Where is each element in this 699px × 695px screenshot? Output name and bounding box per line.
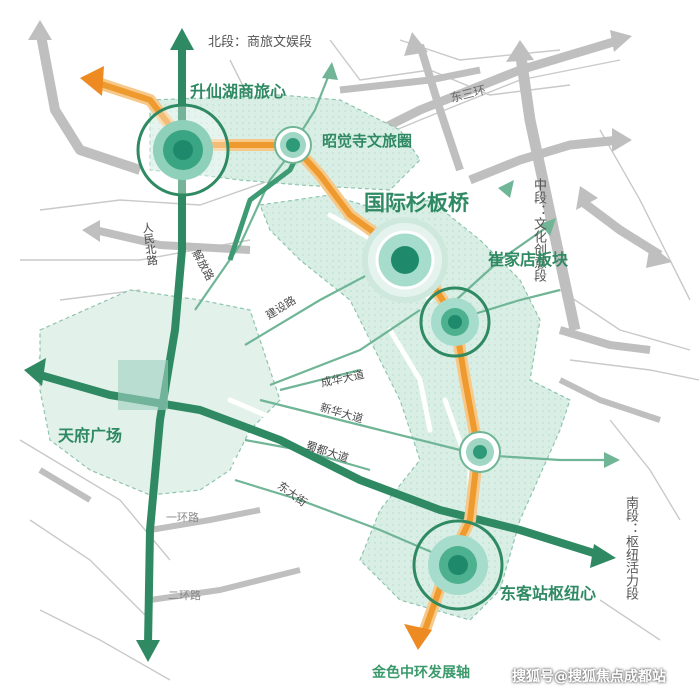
label-zhaojuesi: 昭觉寺文旅圈	[322, 132, 413, 150]
tianfu-square-marker	[118, 360, 168, 410]
segment-label-south: 南段：枢纽活力段	[623, 496, 638, 600]
node-middle	[459, 431, 501, 473]
gold-axis-arrowheads	[80, 66, 432, 650]
road-label-erhuan: 二环路	[168, 589, 201, 602]
label-gold-axis: 金色中环发展轴	[372, 665, 470, 681]
label-guoji: 国际杉板桥	[364, 191, 469, 215]
node-zhaojuesi	[274, 126, 312, 164]
label-cuijiadian: 崔家店板块	[488, 250, 569, 269]
label-tianfu: 天府广场	[58, 426, 123, 445]
teal-axis-arrowheads	[24, 28, 616, 662]
green-connector-arrowheads	[322, 62, 620, 468]
label-shengxianhu: 升仙湖商旅心	[190, 82, 287, 101]
node-dongkezhan	[412, 519, 504, 611]
label-dongkezhan: 东客站枢纽心	[500, 584, 597, 603]
segment-label-north: 北段：商旅文娱段	[208, 35, 313, 50]
grey-road-arrowheads	[28, 20, 672, 268]
segment-label-middle: 中段：文化创意段	[531, 178, 546, 282]
node-shengxianhu	[136, 103, 230, 197]
node-cuijiadian	[419, 286, 491, 358]
road-label-yihuan: 一环路	[166, 511, 199, 524]
watermark: 搜狐号@搜狐焦点成都站	[512, 669, 666, 685]
node-guoji	[362, 217, 448, 303]
